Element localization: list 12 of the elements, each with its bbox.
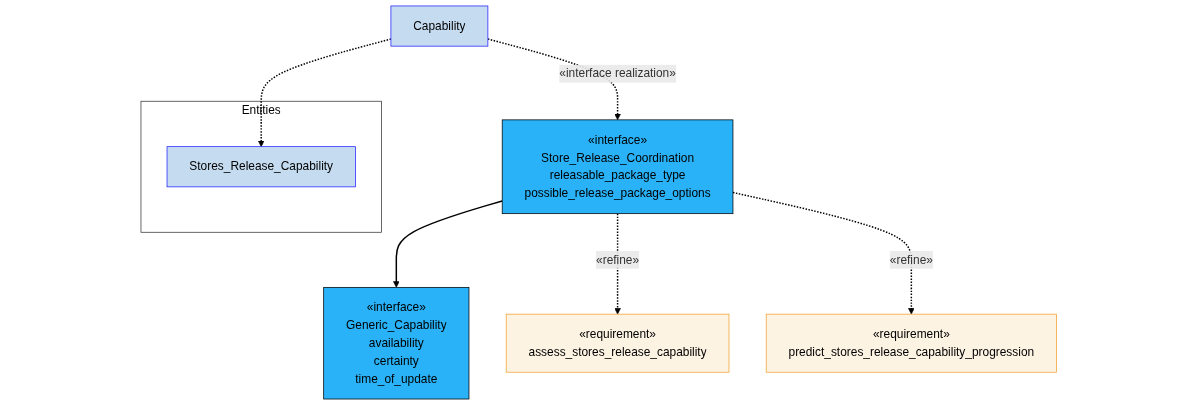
arrow (392, 200, 503, 288)
edge-label: «interface realization» (559, 67, 676, 80)
edge-label: «refine» (595, 253, 639, 266)
node-box: «requirement» predict_stores_release_capability_progression (765, 313, 1057, 373)
node-box: «interface» Store_Release_Coordination releasable_package_type possible_release_package_options (501, 119, 734, 215)
node-box: «requirement» assess_stores_release_capability (505, 313, 730, 373)
arrow (257, 38, 392, 147)
edge-label: «refine» (889, 253, 933, 266)
arrow (614, 212, 621, 315)
node-box: Stores_Release_Capability (166, 146, 356, 188)
node-box: Capability (390, 5, 488, 47)
node-box: «interface» Generic_Capability availability certainty time_of_update (323, 287, 470, 400)
